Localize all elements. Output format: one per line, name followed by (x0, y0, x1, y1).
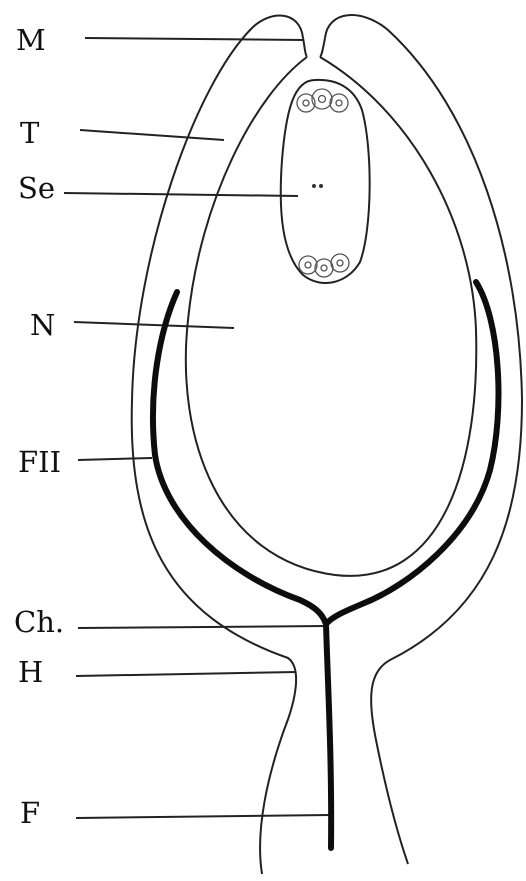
label-ch: Ch. (14, 605, 64, 639)
antipodal-cell-1 (299, 256, 317, 274)
leader-f (76, 815, 330, 818)
polar-nuclei (312, 184, 323, 188)
antipodal-nucleus-2 (321, 265, 327, 271)
leader-ch (78, 626, 326, 628)
antipodal-cells (299, 254, 349, 277)
synergid-nucleus-2 (336, 100, 342, 106)
polar-nucleus-2 (319, 184, 323, 188)
egg-nucleus (319, 96, 326, 103)
label-m: M (16, 23, 46, 57)
leader-lines (64, 38, 330, 818)
micropyle-right (320, 38, 325, 57)
inner-integument (186, 57, 476, 576)
synergid-cell-2 (330, 94, 348, 112)
outer-integument-left (132, 16, 303, 874)
embryo-sac (281, 80, 370, 283)
label-fii: FII (18, 445, 61, 479)
egg-cell (312, 89, 332, 109)
antipodal-nucleus-3 (337, 260, 343, 266)
label-f: F (20, 796, 40, 830)
synergid-nucleus-1 (303, 100, 309, 106)
label-t: T (20, 116, 40, 150)
leader-h (76, 672, 296, 676)
antipodal-cell-2 (315, 259, 333, 277)
leader-fii (78, 458, 152, 460)
label-group: M T Se N FII Ch. H F (14, 23, 64, 830)
vascular-bundle-left (153, 292, 326, 624)
micropyle-left (303, 38, 307, 57)
egg-apparatus (297, 89, 348, 112)
label-h: H (18, 655, 43, 689)
antipodal-cell-3 (331, 254, 349, 272)
outer-integument-right (325, 15, 522, 864)
leader-t (80, 130, 224, 140)
leader-m (85, 38, 303, 40)
leader-se (64, 193, 298, 196)
label-n: N (30, 308, 55, 342)
leader-n (74, 322, 234, 328)
antipodal-nucleus-1 (305, 262, 311, 268)
vascular-bundle-right (326, 282, 498, 624)
polar-nucleus-1 (312, 184, 316, 188)
label-se: Se (18, 171, 55, 205)
